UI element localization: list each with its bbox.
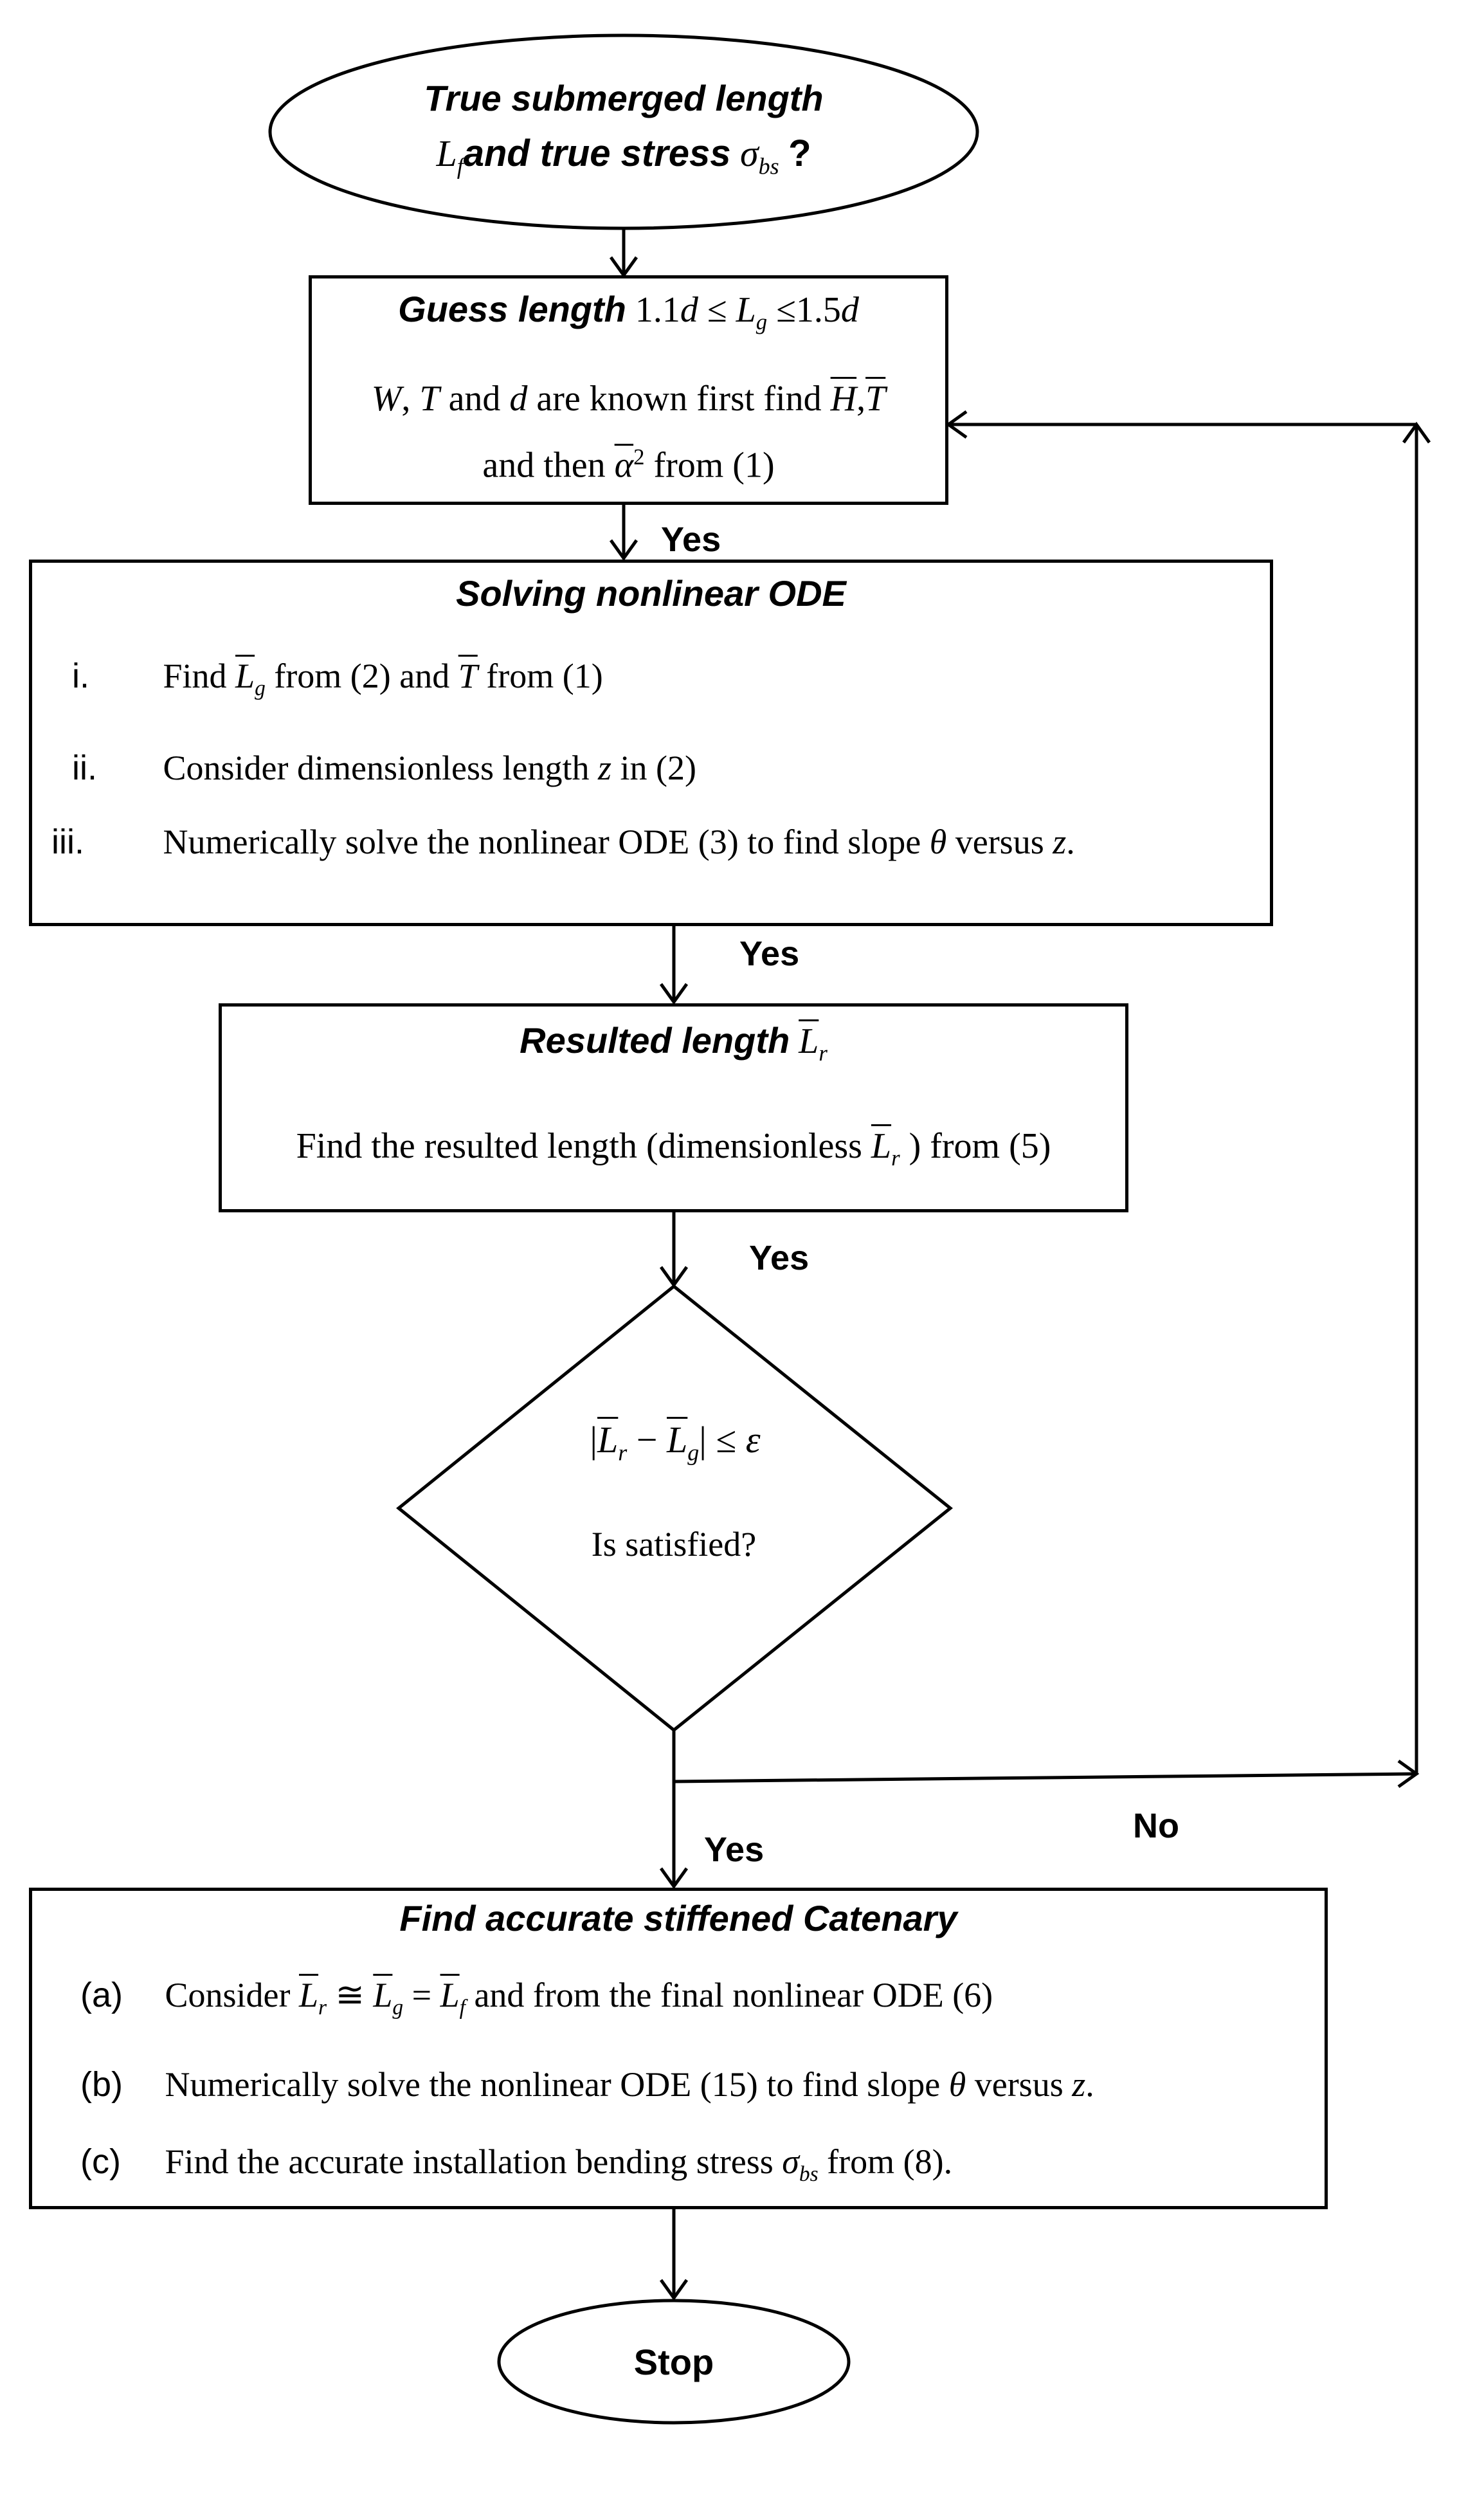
final-title: Find accurate stiffened Catenary: [399, 1898, 957, 1938]
start-line2: Lfand true stress σbs ?: [436, 132, 811, 179]
decision-question: Is satisfied?: [591, 1525, 757, 1564]
solving-ode-box: Solving nonlinear ODE i. Find Lg from (2…: [29, 560, 1273, 926]
ode-item-1: i. Find Lg from (2) and T from (1): [72, 657, 603, 700]
final-item-b: (b) Numerically solve the nonlinear ODE …: [80, 2065, 1094, 2104]
arrow-guess-to-ode: [609, 505, 638, 561]
ode-item-3: iii. Numerically solve the nonlinear ODE…: [51, 823, 1075, 861]
stop-terminal: [497, 2299, 851, 2425]
guess-title-line: Guess length 1.1d ≤ Lg ≤1.5d: [398, 289, 859, 335]
guess-length-box: Guess length 1.1d ≤ Lg ≤1.5d W, T and d …: [309, 275, 948, 505]
ode-title: Solving nonlinear ODE: [456, 573, 846, 614]
arrow-ode-to-resulted: [659, 926, 689, 1005]
arrow-start-to-guess: [609, 228, 638, 278]
arrow-resulted-to-decision: [659, 1212, 689, 1288]
edge-label-yes-1: Yes: [661, 520, 721, 559]
resulted-length-box: Resulted length Lr Find the resulted len…: [219, 1003, 1128, 1212]
arrow-final-to-stop: [659, 2209, 689, 2301]
resulted-title: Resulted length Lr: [520, 1020, 828, 1066]
loop-back-no-branch: [673, 410, 1431, 1789]
edge-label-yes-4: Yes: [704, 1830, 765, 1869]
final-item-a: (a) Consider Lr ≅ Lg = Lf and from the f…: [80, 1976, 993, 2019]
stop-label: Stop: [633, 2342, 714, 2382]
edge-label-no: No: [1133, 1807, 1179, 1845]
edge-label-yes-3: Yes: [749, 1239, 810, 1277]
edge-label-yes-2: Yes: [739, 934, 800, 973]
decision-condition: |Lr − Lg| ≤ ε: [590, 1419, 761, 1466]
guess-line2: W, T and d are known first find H,T: [371, 379, 886, 419]
guess-line3: and then α2 from (1): [482, 444, 775, 486]
resulted-line: Find the resulted length (dimensionless …: [296, 1126, 1051, 1171]
final-item-c: (c) Find the accurate installation bendi…: [80, 2142, 953, 2186]
arrow-decision-to-final: [659, 1730, 689, 1890]
final-catenary-box: Find accurate stiffened Catenary (a) Con…: [29, 1888, 1328, 2209]
decision-diamond: [396, 1284, 953, 1733]
start-line1: True submerged length: [424, 78, 824, 118]
ode-item-2: ii. Consider dimensionless length z in (…: [72, 749, 696, 787]
